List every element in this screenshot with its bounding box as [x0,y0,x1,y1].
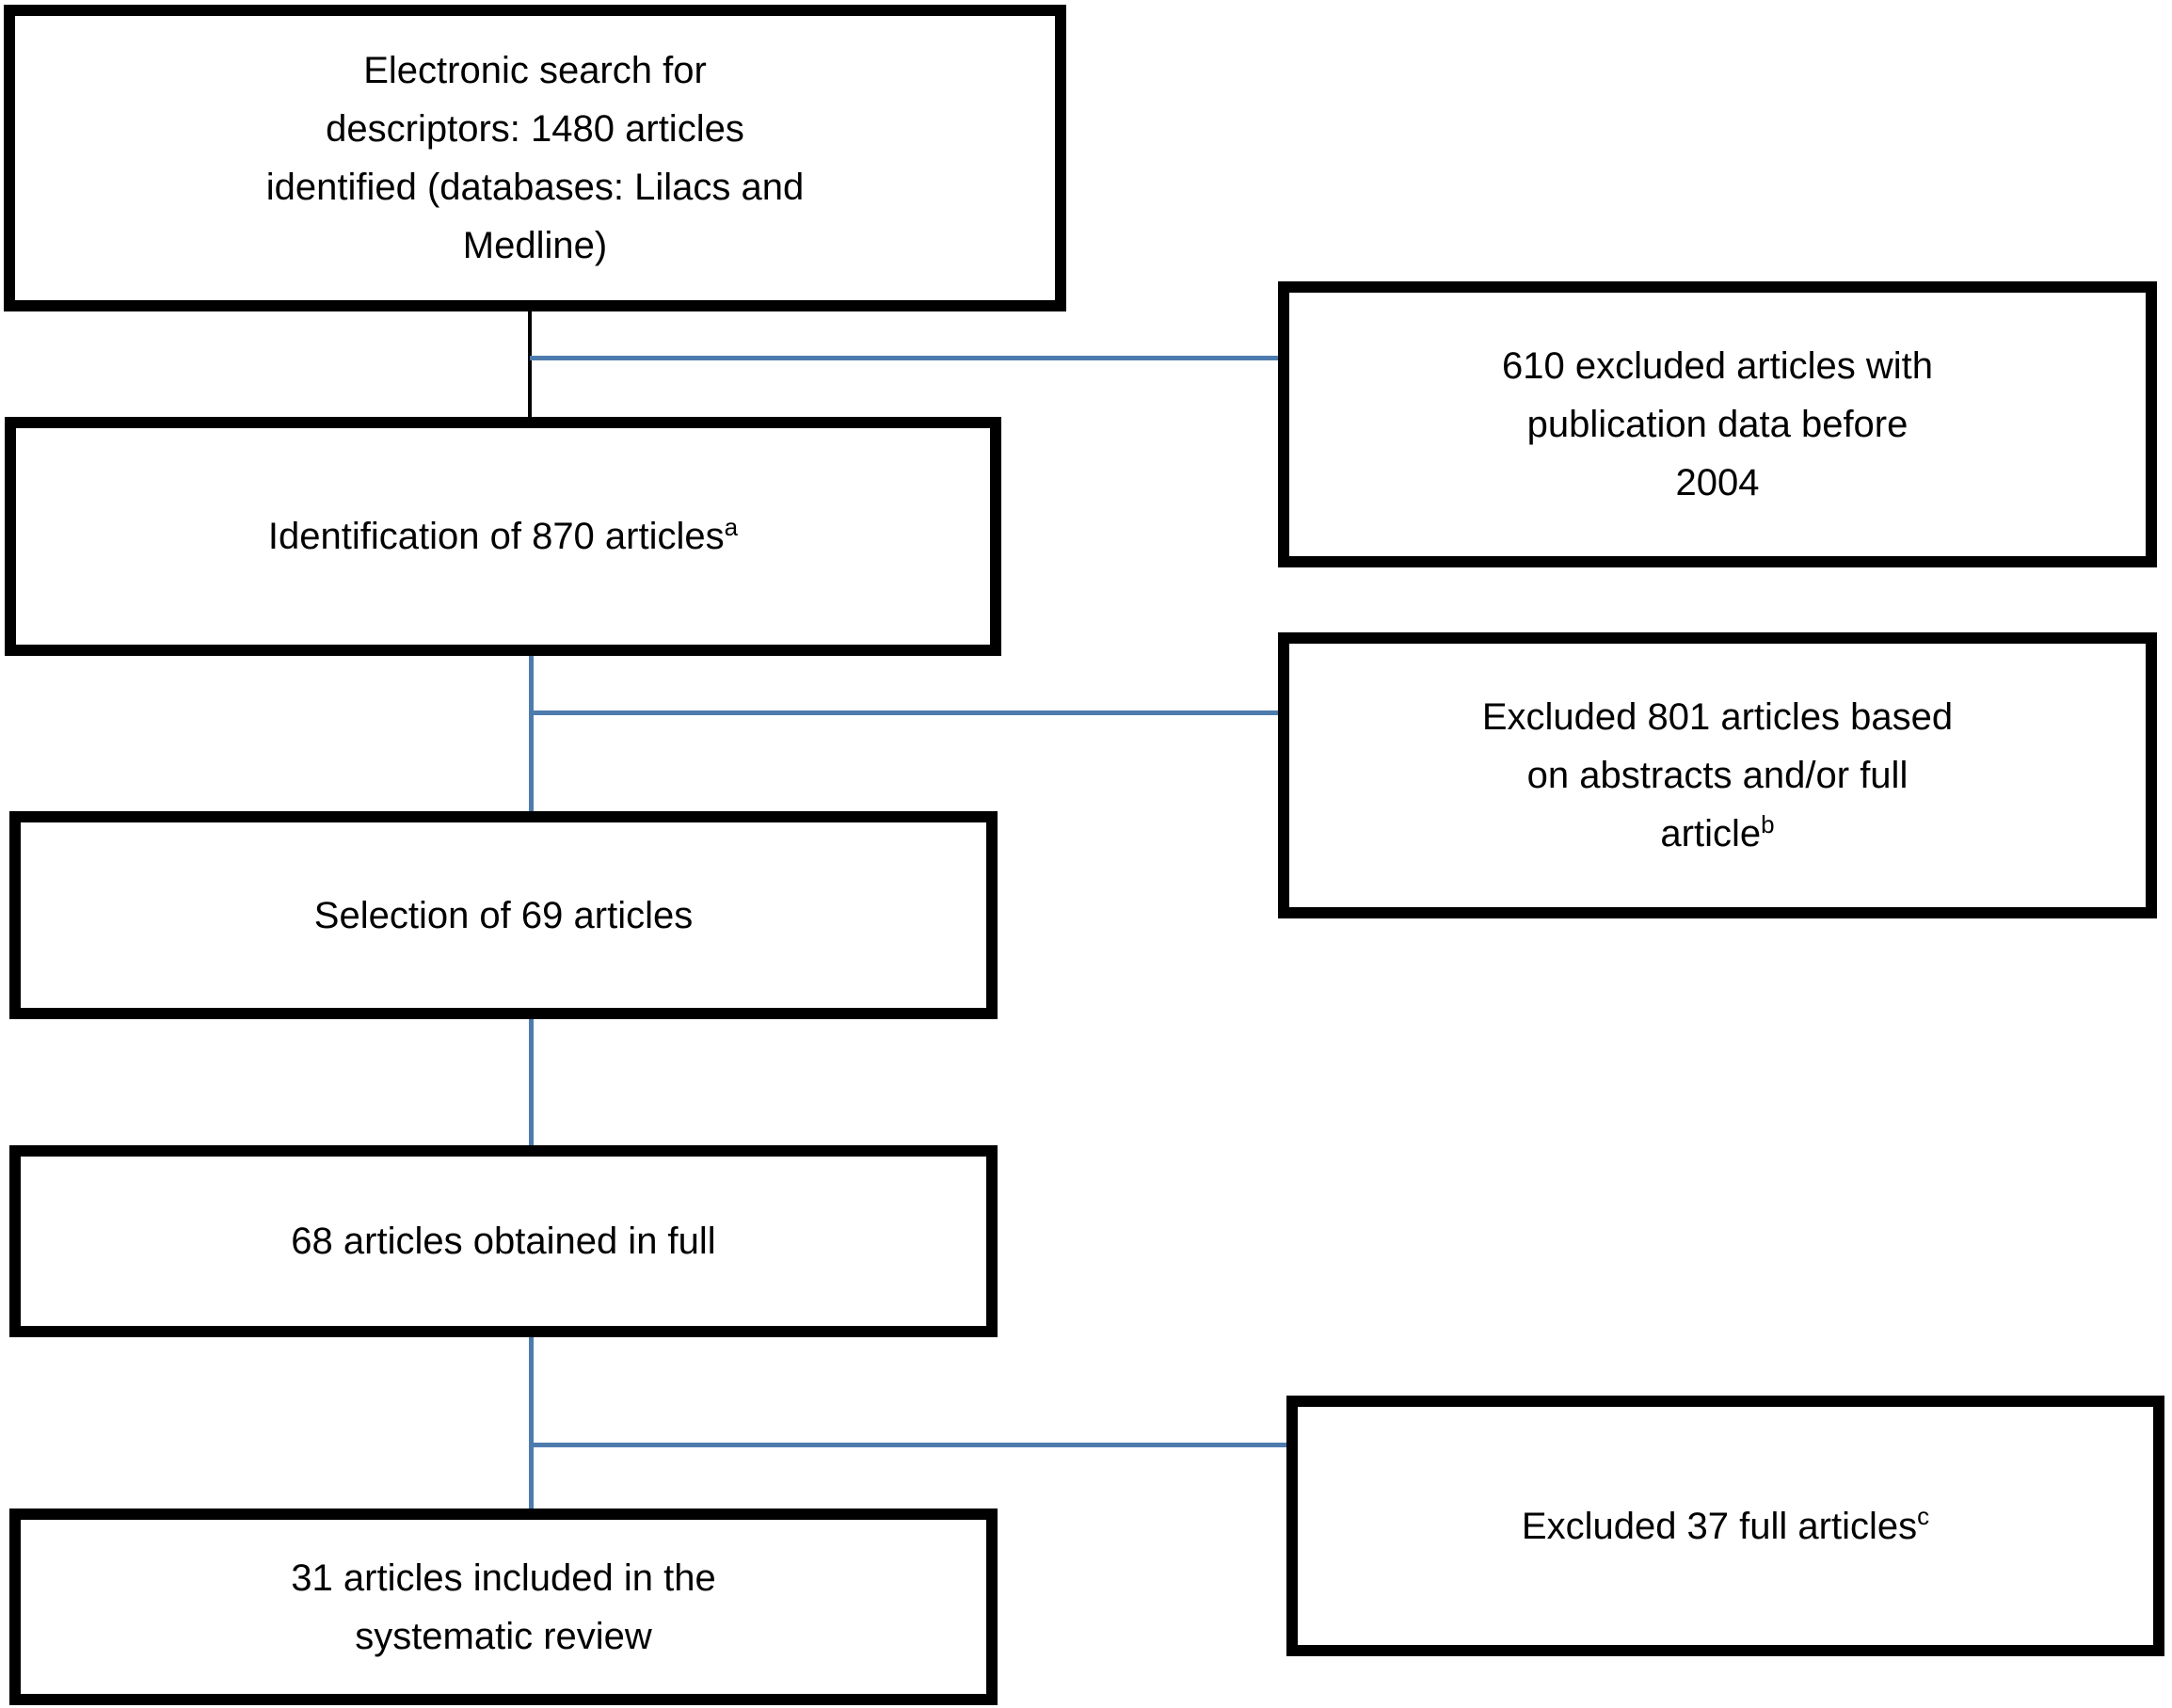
connector-branch-excluded-801 [531,710,1280,715]
flow-box-text-line: 2004 [1675,462,1760,503]
flow-box-text-line: 31 articles included in the [291,1556,716,1599]
flow-box-text-line: Electronic search for [363,50,707,91]
flow-box-identification: Identification of 870 articlesa [5,417,1001,656]
flow-box-text-line: Medline) [462,225,608,266]
flow-box-text-line: on abstracts and/or full [1526,755,1908,796]
flow-box-text-line: Excluded 37 full articlesc [1522,1497,1929,1556]
flow-box-text-line: publication data before [1526,404,1908,445]
flow-box-text: 68 articles obtained in full [291,1221,716,1262]
flow-box-text: article [1660,813,1762,854]
flow-box-text: Identification of 870 articles [267,516,725,557]
flow-box-excluded-801: Excluded 801 articles based on abstracts… [1278,632,2157,918]
flow-box-text-line: Identification of 870 articlesa [268,507,738,566]
connector-search-to-identification [528,311,532,417]
connector-obtained-to-included [529,1336,534,1508]
connector-branch-excluded-37 [531,1443,1288,1447]
flow-box-included-review: 31 articles included in the systematic r… [9,1508,998,1705]
flow-box-text: Selection of 69 articles [313,894,694,936]
connector-identification-to-selection [529,656,534,811]
footnote-marker-b: b [1761,809,1775,838]
connector-selection-to-obtained [529,1019,534,1145]
footnote-marker-a: a [724,512,739,541]
flow-box-excluded-37: Excluded 37 full articlesc [1286,1396,2164,1656]
connector-branch-excluded-610 [530,356,1280,360]
flow-box-text-line: articleb [1660,805,1774,863]
flow-box-text-line: systematic review [355,1615,652,1657]
footnote-marker-c: c [1917,1502,1930,1531]
flow-box-text-line: identified (databases: Lilacs and [265,167,805,208]
flow-box-selection: Selection of 69 articles [9,811,998,1019]
flow-box-text: Excluded 37 full articles [1521,1505,1918,1547]
flow-box-text-line: descriptors: 1480 articles [326,108,744,150]
flow-box-electronic-search: Electronic search for descriptors: 1480 … [4,5,1066,311]
flow-box-excluded-610: 610 excluded articles with publication d… [1278,281,2157,567]
flow-box-text-line: 610 excluded articles with [1501,345,1934,387]
flow-box-obtained-full: 68 articles obtained in full [9,1145,998,1337]
flow-box-text-line: Excluded 801 articles based [1481,696,1954,738]
